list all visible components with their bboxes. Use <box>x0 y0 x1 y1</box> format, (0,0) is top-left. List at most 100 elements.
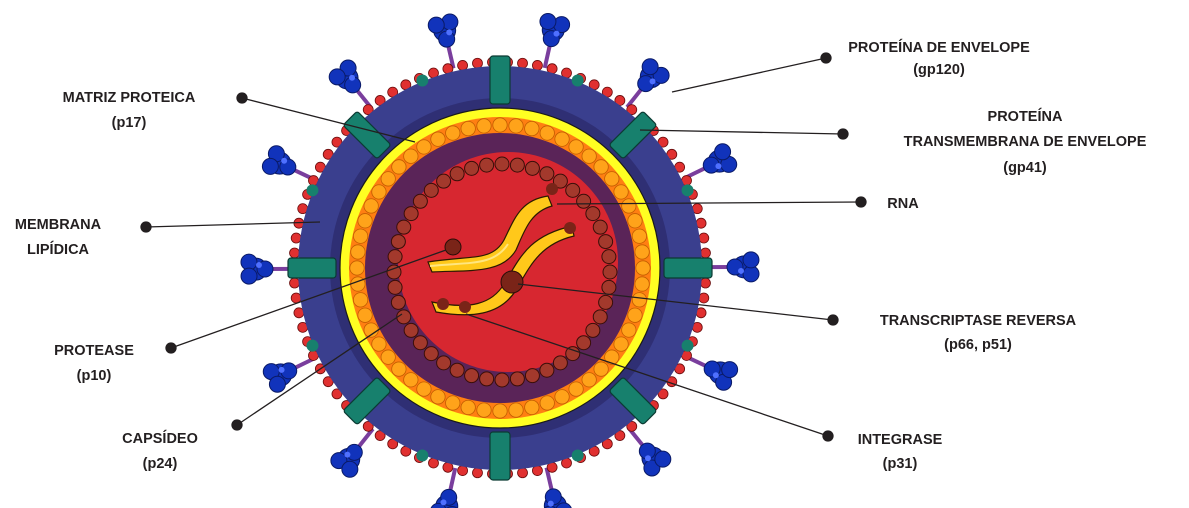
leader-integrase-dot <box>823 431 833 441</box>
core-bead <box>577 336 591 350</box>
capsid-bead <box>509 119 523 133</box>
capsid-bead <box>525 121 539 135</box>
reverse-transcriptase-bead <box>501 271 523 293</box>
core-bead <box>510 158 524 172</box>
gp41-tab <box>682 184 694 196</box>
spike-highlight <box>553 31 559 37</box>
core-bead <box>480 372 494 386</box>
core-bead <box>413 194 427 208</box>
core-bead <box>586 207 600 221</box>
core-bead <box>391 295 405 309</box>
core-bead <box>465 369 479 383</box>
core-bead <box>566 183 580 197</box>
core-bead <box>599 295 613 309</box>
capsid-bead <box>582 373 596 387</box>
outer-bead <box>290 248 300 258</box>
capsid-bead <box>555 132 569 146</box>
gp41-protein <box>490 432 510 480</box>
gp41-protein <box>288 258 336 278</box>
spike-highlight <box>645 455 651 461</box>
spike-protein-icon <box>269 376 285 392</box>
capsid-bead <box>540 126 554 140</box>
label-transmembrane-line1: PROTEÍNA <box>988 108 1063 125</box>
gp41-protein-body <box>664 258 712 278</box>
integrase-bead-2 <box>459 301 471 313</box>
core-bead <box>593 310 607 324</box>
core-bead <box>424 347 438 361</box>
spike-protein-icon <box>428 17 444 33</box>
label-envelope-protein-line2: (gp120) <box>913 62 965 78</box>
leader-lipid-membrane-dot <box>141 222 151 232</box>
spike-protein-icon <box>241 268 257 284</box>
label-integrase-line1: INTEGRASE <box>858 432 943 448</box>
capsid-bead <box>605 350 619 364</box>
capsid-bead <box>622 199 636 213</box>
core-bead <box>525 369 539 383</box>
capsid-bead <box>351 245 365 259</box>
label-reverse-transcriptase-line2: (p66, p51) <box>944 337 1012 353</box>
gp41-tab <box>306 184 318 196</box>
spike-protein-icon <box>540 14 556 30</box>
gp41-tab <box>682 340 694 352</box>
capsid-bead <box>477 403 491 417</box>
spike-protein-icon <box>743 252 759 268</box>
core-bead <box>599 235 613 249</box>
core-bead <box>602 280 616 294</box>
leader-envelope-protein <box>672 58 826 92</box>
label-transmembrane-line2: TRANSMEMBRANA DE ENVELOPE <box>904 134 1147 150</box>
leader-matrix-dot <box>237 93 247 103</box>
label-reverse-transcriptase-line1: TRANSCRIPTASE REVERSA <box>880 313 1077 329</box>
capsid-bead <box>635 245 649 259</box>
outer-bead <box>290 278 300 288</box>
spike-highlight <box>349 75 355 81</box>
core-bead <box>540 167 554 181</box>
capsid-bead <box>431 132 445 146</box>
core-bead <box>577 194 591 208</box>
label-integrase-line2: (p31) <box>883 456 918 472</box>
capsid-bead <box>353 293 367 307</box>
core-bead <box>450 167 464 181</box>
capsid-bead <box>614 337 628 351</box>
spike-protein-icon <box>342 461 358 477</box>
capsid-bead <box>358 308 372 322</box>
spike-protein-icon <box>642 59 658 75</box>
protease-bead <box>445 239 461 255</box>
spike-highlight <box>441 499 447 505</box>
capsid-bead <box>622 323 636 337</box>
label-lipid-membrane-line2: LIPÍDICA <box>27 241 90 258</box>
integrase-bead-1 <box>437 298 449 310</box>
core-bead <box>480 158 494 172</box>
spike-highlight <box>446 29 452 35</box>
core-bead <box>540 363 554 377</box>
core-bead <box>450 363 464 377</box>
spike-highlight <box>650 78 656 84</box>
core-bead <box>525 161 539 175</box>
capsid-bead <box>632 293 646 307</box>
capsid-bead <box>372 185 386 199</box>
core-bead <box>553 356 567 370</box>
leader-envelope-protein-dot <box>821 53 831 63</box>
spike-protein-icon <box>329 69 345 85</box>
capsid-bead <box>493 118 507 132</box>
outer-bead <box>472 58 482 68</box>
label-matrix-line1: MATRIZ PROTEICA <box>63 90 196 106</box>
label-rna: RNA <box>887 196 919 212</box>
capsid-bead <box>404 373 418 387</box>
spike-protein-icon <box>262 158 278 174</box>
capsid-bead <box>358 214 372 228</box>
core-bead <box>495 373 509 387</box>
capsid-bead <box>431 390 445 404</box>
capsid-bead <box>509 403 523 417</box>
outer-bead <box>518 58 528 68</box>
capsid-bead <box>381 350 395 364</box>
core-bead <box>437 356 451 370</box>
capsid-bead <box>635 277 649 291</box>
core-bead <box>586 323 600 337</box>
leader-protease-dot <box>166 343 176 353</box>
capsid-bead <box>392 362 406 376</box>
spike-protein-icon <box>655 451 671 467</box>
label-envelope-protein-line1: PROTEÍNA DE ENVELOPE <box>848 39 1030 56</box>
capsid-bead <box>605 172 619 186</box>
spike-highlight <box>738 268 744 274</box>
core-bead <box>603 265 617 279</box>
